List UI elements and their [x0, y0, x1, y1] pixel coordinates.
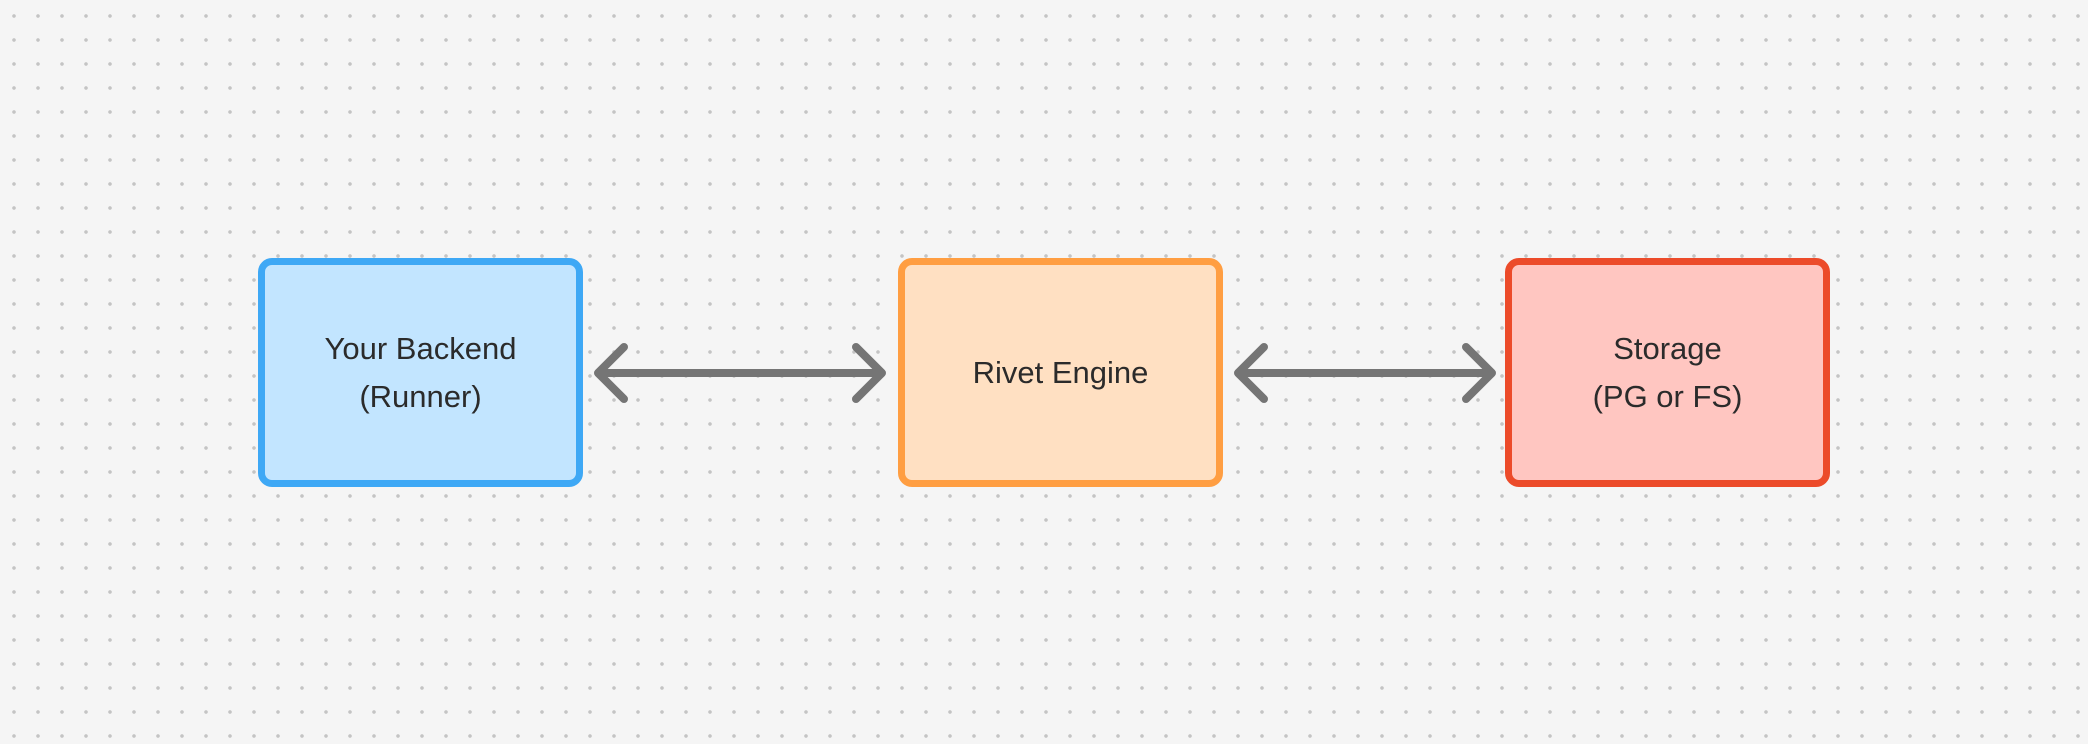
arrowhead-right-engine	[852, 343, 886, 403]
edge-backend-engine[interactable]	[594, 343, 886, 403]
node-storage[interactable]: Storage (PG or FS)	[1505, 258, 1830, 487]
node-your-backend[interactable]: Your Backend (Runner)	[258, 258, 583, 487]
arrowhead-left-backend	[594, 343, 628, 403]
node-label-line-2: (Runner)	[359, 378, 482, 414]
node-label-line-1: Rivet Engine	[972, 354, 1149, 390]
node-label-line-2: (PG or FS)	[1592, 378, 1743, 414]
arrowhead-left-engine	[1234, 343, 1268, 403]
edge-engine-storage[interactable]	[1234, 343, 1496, 403]
node-rivet-engine[interactable]: Rivet Engine	[898, 258, 1223, 487]
node-label-line-1: Storage	[1613, 330, 1722, 366]
node-label-line-1: Your Backend	[324, 330, 517, 366]
arrowhead-right-storage	[1462, 343, 1496, 403]
